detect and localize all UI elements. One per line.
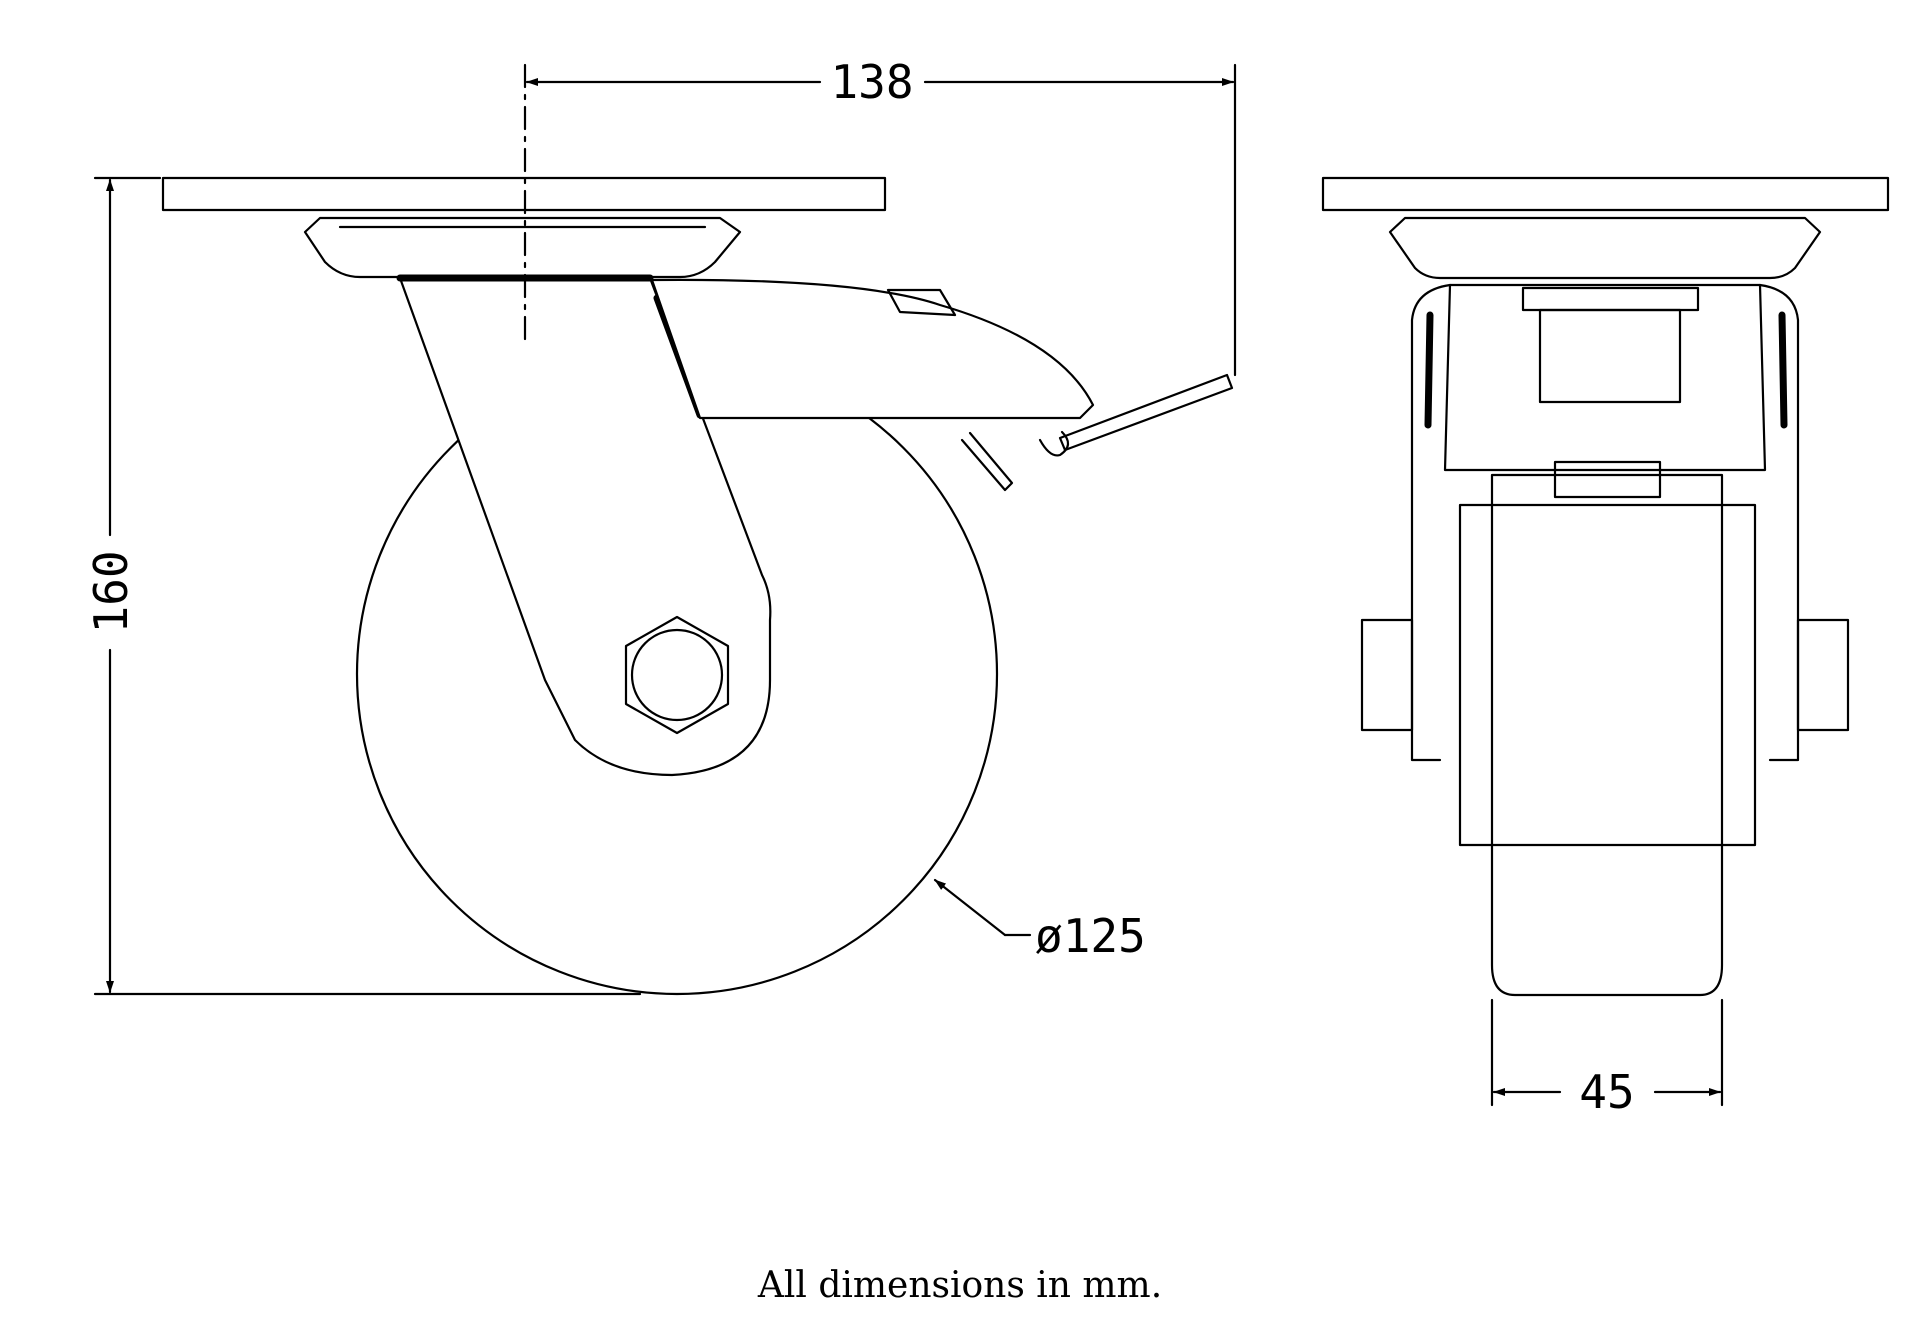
diameter-leader bbox=[933, 878, 1007, 937]
front-wheel-hub bbox=[1458, 503, 1757, 847]
front-brake-plate bbox=[1521, 286, 1700, 312]
front-brake-tab bbox=[1553, 460, 1662, 499]
side-swivel-housing bbox=[303, 216, 742, 279]
side-view bbox=[161, 176, 1234, 996]
front-fork-body bbox=[1443, 283, 1767, 472]
front-fork-left bbox=[1410, 283, 1452, 762]
front-wheel-tread bbox=[1490, 473, 1724, 997]
side-axle-bolt bbox=[630, 628, 724, 722]
front-left-nut bbox=[1360, 618, 1414, 732]
front-weld-right bbox=[1778, 311, 1788, 429]
dimensions: 138 160 ø125 45 bbox=[84, 55, 1724, 1119]
caption: All dimensions in mm. bbox=[757, 1265, 1163, 1306]
side-axle-nut bbox=[624, 615, 730, 735]
height-dimension: 160 bbox=[84, 550, 138, 633]
front-brake-block bbox=[1538, 308, 1682, 404]
front-fork-right bbox=[1758, 283, 1800, 762]
front-view bbox=[1321, 176, 1890, 997]
front-weld-left bbox=[1424, 311, 1434, 429]
side-fork-leg bbox=[398, 276, 772, 777]
diameter-dimension: ø125 bbox=[1035, 909, 1146, 963]
front-right-nut bbox=[1796, 618, 1850, 732]
front-top-plate bbox=[1321, 176, 1890, 212]
width-dimension: 45 bbox=[1579, 1065, 1634, 1119]
side-pedal-pivot bbox=[1038, 430, 1070, 457]
side-brake-link bbox=[960, 431, 1014, 492]
side-brake-clip bbox=[886, 288, 957, 317]
side-brake-arm bbox=[650, 278, 1095, 420]
front-swivel-housing bbox=[1388, 216, 1822, 280]
offset-dimension: 138 bbox=[830, 55, 913, 109]
side-brake-pedal bbox=[1058, 373, 1234, 452]
